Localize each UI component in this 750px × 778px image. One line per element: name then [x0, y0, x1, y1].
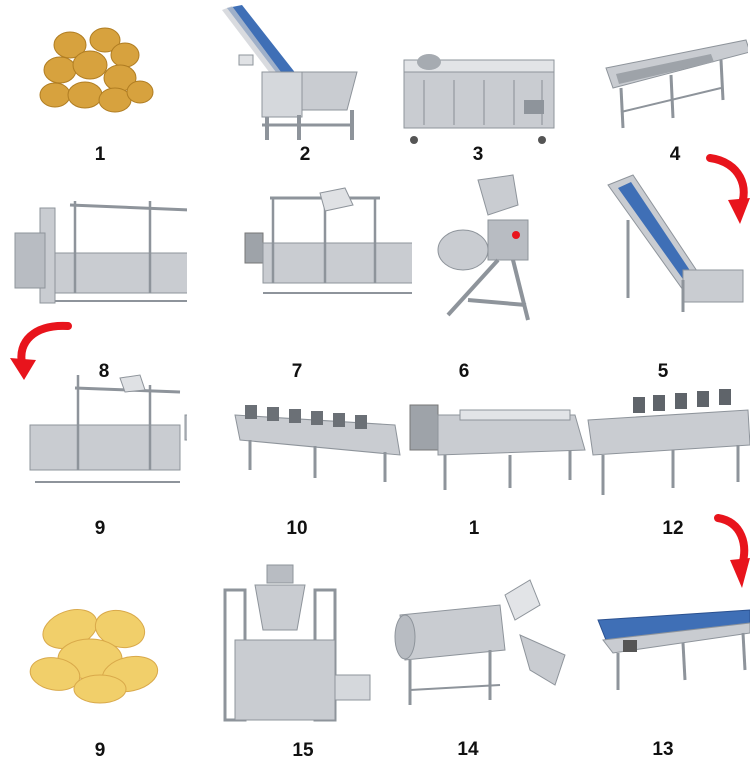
potato-chips-image	[0, 584, 187, 734]
step-label: 1	[468, 518, 480, 539]
blancher-image	[0, 183, 187, 333]
fryer-image	[400, 370, 587, 520]
incline-elevator-image	[563, 170, 750, 320]
step-15-packing: 15	[205, 560, 392, 761]
step-1-potatoes: 1	[0, 0, 187, 194]
step-label: 2	[299, 144, 311, 165]
rinsing-machine-image	[225, 183, 412, 333]
dewatering-image	[225, 370, 412, 520]
step-8-blancher: 8	[0, 183, 187, 382]
step-4-picking-conveyor: 4	[561, 0, 748, 194]
step-3-brush-washer: 3	[374, 0, 561, 194]
step-label: 9	[94, 518, 106, 539]
de-oiling-image	[563, 370, 750, 520]
step-label: 9	[94, 740, 106, 761]
seasoning-drum-image	[390, 575, 577, 725]
packing-machine-image	[205, 560, 392, 728]
step-6-slicer: 6	[418, 170, 605, 382]
step-9-cooling: 9	[0, 370, 187, 564]
step-label: 4	[669, 144, 681, 165]
cooling-tank-image	[0, 370, 187, 520]
flow-arrow-down-left	[10, 321, 72, 380]
step-label: 7	[291, 361, 303, 382]
step-11-fryer: 1	[400, 370, 587, 564]
elevator-washer-image	[187, 0, 374, 150]
step-13-flat-conveyor: 13	[563, 575, 750, 769]
step-label: 12	[662, 518, 684, 539]
flow-arrow-down-right-2	[714, 514, 750, 588]
step-label: 1	[94, 144, 106, 165]
step-12-de-oiling: 12	[563, 370, 750, 564]
step-label: 13	[652, 739, 674, 760]
step-label: 8	[98, 361, 110, 382]
step-label: 15	[292, 740, 314, 761]
step-2-elevator-washer: 2	[187, 0, 374, 194]
slicer-image	[418, 170, 605, 330]
step-label: 6	[458, 361, 470, 382]
potatoes-image	[0, 0, 187, 150]
picking-conveyor-image	[561, 0, 748, 150]
brush-washer-image	[374, 0, 561, 150]
step-label: 5	[657, 361, 669, 382]
step-5-incline-elevator: 5	[563, 170, 750, 382]
step-final-chips: 9	[0, 584, 187, 778]
step-label: 14	[457, 739, 479, 760]
step-label: 3	[472, 144, 484, 165]
flat-conveyor-image	[563, 575, 750, 725]
step-10-dewatering: 10	[225, 370, 412, 564]
flow-arrow-down-right	[706, 154, 750, 224]
step-7-rinsing: 7	[225, 183, 412, 382]
step-14-seasoning: 14	[390, 575, 577, 769]
step-label: 10	[286, 518, 308, 539]
